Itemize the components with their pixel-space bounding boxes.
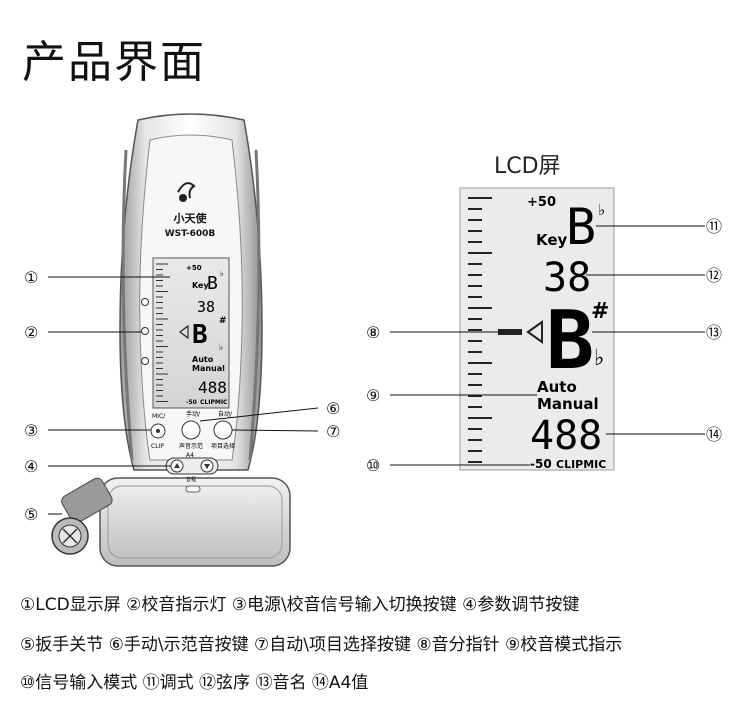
lcd-detail: +50 Key B ♭ 38 B # ♭ Auto Manual 488 -50… [459,187,615,471]
lcd-a4-value: 488 [530,413,602,459]
lcd-note-value: B [546,294,594,387]
power-icon [156,429,160,433]
callout-2: ② [24,323,38,342]
clip-label: CLIP [151,443,164,450]
small-key-flat: ♭ [220,269,224,278]
brand-name: 小天使 [173,211,208,225]
arrow-down-icon [204,464,210,469]
legend-line-2: ⑤扳手关节 ⑥手动\示范音按键 ⑦自动\项目选择按键 ⑧音分指针 ⑨校音模式指示 [20,635,623,655]
wrench-joint [51,477,113,555]
small-lcd: +50 Key B ♭ 38 B # ♭ Auto Manual 488 -50… [152,257,230,409]
lcd-key-label: Key [536,231,568,249]
lcd-auto: Auto [537,378,577,396]
mic-label: MIC/ [152,413,166,420]
item-select-label: 项目选择 [211,442,235,450]
small-key-value: B [207,273,218,294]
tuning-light-mid [141,327,149,335]
lcd-note-flat: ♭ [594,346,604,371]
callout-4: ④ [24,457,38,476]
callout-6: ⑥ [326,399,340,418]
lcd-manual: Manual [537,395,599,413]
manual-button-label: 手动/ [186,410,201,418]
small-a4-value: 488 [198,378,227,397]
lcd-clipmic: CLIPMIC [556,458,606,471]
lcd-string-order: 38 [543,255,591,301]
callout-10: ⑩ [366,456,380,475]
small-plus50: +50 [186,264,202,272]
lcd-cent-needle [498,329,522,335]
small-clipmic: CLIPMIC [200,399,228,406]
small-manual: Manual [192,364,225,373]
legend-line-3: ⑩信号输入模式 ⑪调式 ⑫弦序 ⑬音名 ⑭A4值 [20,673,369,693]
demo-sound-label: 声音示范 [179,442,203,450]
tuning-light-top [141,298,149,306]
page-title: 产品界面 [22,37,206,88]
lcd-minus50: -50 [530,457,552,471]
small-note-flat: ♭ [219,343,223,353]
lcd-sharp: # [591,299,609,324]
small-note-value: B [192,320,208,350]
auto-select-button[interactable] [213,420,233,440]
small-string-order: 38 [197,298,215,316]
a4-label: A4 [186,452,194,459]
small-key-label: Key [192,281,209,290]
small-auto: Auto [192,355,214,364]
brand-logo: 小天使 WST-600B [165,182,216,239]
interval-label: 音程 [186,476,196,483]
lcd-key-flat: ♭ [598,201,605,219]
lcd-pointer-icon [526,320,543,344]
callout-1: ① [24,268,38,287]
small-pointer-icon [179,324,189,340]
callout-12: ⑫ [706,266,722,285]
small-minus50: -50 [186,399,197,406]
arrow-up-icon [174,463,180,468]
callout-11: ⑪ [706,217,722,236]
lcd-plus50: +50 [527,195,556,210]
small-sharp: # [219,316,227,326]
lcd-heading: LCD屏 [494,154,561,179]
tuner-device: 小天使 WST-600B +50 Key B ♭ 38 B # ♭ Auto M… [51,113,291,567]
lcd-callouts: ⑪ ⑫ ⑧ ⑬ ⑨ ⑭ ⑩ [366,217,722,475]
callout-14: ⑭ [706,425,722,444]
callout-8: ⑧ [366,323,380,342]
callout-13: ⑬ [706,323,722,342]
callout-5: ⑤ [24,505,38,524]
callout-9: ⑨ [366,386,380,405]
legend-line-1: ①LCD显示屏 ②校音指示灯 ③电源\校音信号输入切换按键 ④参数调节按键 [20,595,580,615]
callout-3: ③ [24,421,38,440]
device-callouts: ① ② ③ ④ ⑤ ⑥ ⑦ [24,268,340,524]
model-name: WST-600B [165,229,216,239]
auto-button-label: 自动/ [218,410,233,418]
callout-7: ⑦ [326,422,340,441]
manual-demo-button[interactable] [181,420,201,440]
lcd-key-value: B [566,198,596,256]
tuning-light-bottom [141,357,149,365]
